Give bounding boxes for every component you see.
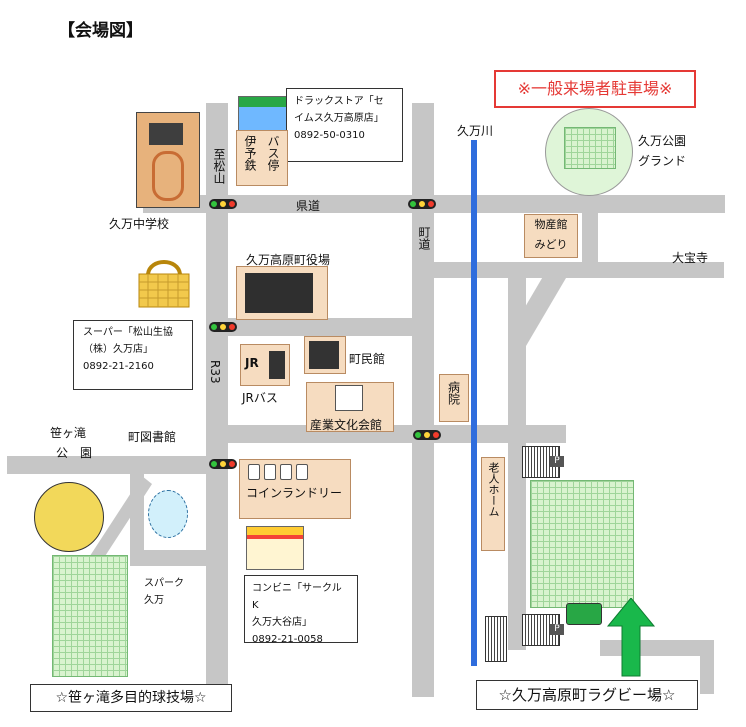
jr-building xyxy=(240,344,290,386)
spark-line-1: スパーク xyxy=(144,578,184,589)
road-middle-vertical xyxy=(412,103,434,697)
rugby-venue-text: ☆久万高原町ラグビー場☆ xyxy=(498,686,676,704)
road-south-horizontal xyxy=(130,550,210,566)
museum: 物産館 みどり xyxy=(524,214,578,258)
traffic-light-icon xyxy=(209,199,237,209)
parking-lot-1: P xyxy=(522,446,564,478)
sasagataki-park-label-2: 公 園 xyxy=(56,446,93,460)
taihoji-label: 大宝寺 xyxy=(672,251,709,265)
traffic-light-icon xyxy=(209,322,237,332)
supermarket-name-1: スーパー「松山生協 xyxy=(83,327,173,338)
parking-lot-3 xyxy=(485,616,507,662)
hospital: 病院 xyxy=(439,374,469,422)
spark-card: スパーク 久万 xyxy=(136,575,204,615)
culture-hall xyxy=(306,382,394,432)
to-matsuyama: 至松山 xyxy=(212,148,226,184)
kuma-river-label: 久万川 xyxy=(457,124,494,138)
prefectural-road-label: 県道 xyxy=(296,199,321,213)
supermarket-card: スーパー「松山生協 （株）久万店」 0892-21-2160 xyxy=(73,320,193,390)
sasagataki-park xyxy=(34,482,104,552)
museum-line-2: みどり xyxy=(534,238,568,251)
bus-stop-right: バス停 xyxy=(266,135,280,171)
library-pond xyxy=(148,490,188,538)
laundry-label: コインランドリー xyxy=(246,486,343,500)
parking-lot-2: P xyxy=(522,614,564,646)
town-hall xyxy=(304,336,346,374)
rugby-building xyxy=(566,603,602,625)
sasagataki-venue-label: ☆笹ヶ滝多目的球技場☆ xyxy=(30,684,232,712)
convenience-building xyxy=(246,526,304,570)
parking-icon: P xyxy=(550,624,564,635)
convenience-name-1: コンビニ「サークル K xyxy=(252,583,342,611)
road-right-vertical xyxy=(508,276,526,650)
road-left-cross xyxy=(7,456,208,474)
rugby-venue-label: ☆久万高原町ラグビー場☆ xyxy=(476,680,698,710)
map-title: 【会場図】 xyxy=(58,21,143,41)
convenience-phone: 0892-21-0058 xyxy=(252,634,323,645)
kuma-river xyxy=(471,140,477,666)
town-office-label: 久万高原町役場 xyxy=(246,253,331,267)
sasagataki-venue-text: ☆笹ヶ滝多目的球技場☆ xyxy=(55,690,207,706)
shopping-basket-icon xyxy=(138,260,190,308)
convenience-card: コンビニ「サークル K 久万大谷店」 0892-21-0058 xyxy=(244,575,358,645)
drugstore-card: ドラックストア「セ イムス久万高原店」 0892-50-0310 xyxy=(286,88,403,162)
school-building xyxy=(136,112,200,208)
bus-stop-left: 伊予鉄 xyxy=(243,135,257,171)
museum-line-1: 物産館 xyxy=(534,218,568,231)
park-ground xyxy=(545,108,633,196)
spark-line-2: 久万 xyxy=(144,595,164,606)
sasagataki-park-label-1: 笹ヶ滝 xyxy=(50,426,87,440)
town-office xyxy=(236,266,328,320)
parking-notice-text: ※一般来場者駐車場※ xyxy=(517,79,673,98)
traffic-light-icon xyxy=(413,430,441,440)
supermarket-phone: 0892-21-2160 xyxy=(83,361,154,372)
road-left-vertical xyxy=(206,103,228,695)
culture-hall-label: 産業文化会館 xyxy=(310,418,383,432)
drugstore-name-2: イムス久万高原店」 xyxy=(294,113,384,124)
park-ground-label-2: グランド xyxy=(638,154,687,168)
jr-sign: JR xyxy=(245,356,259,370)
traffic-light-icon xyxy=(209,459,237,469)
road-upper-cross xyxy=(226,318,414,336)
bus-stop: 伊予鉄 バス停 xyxy=(236,130,288,186)
town-road-label: 町道 xyxy=(417,226,431,250)
school-label: 久万中学校 xyxy=(109,217,170,231)
arrow-up-icon xyxy=(606,598,656,677)
road-bottom-right-vertical xyxy=(700,640,714,694)
parking-notice: ※一般来場者駐車場※ xyxy=(494,70,696,108)
park-ground-field xyxy=(564,127,616,169)
hospital-label: 病院 xyxy=(446,381,461,405)
drugstore-name-1: ドラックストア「セ xyxy=(294,96,384,107)
supermarket-name-2: （株）久万店」 xyxy=(83,344,153,355)
rugby-field xyxy=(530,480,634,608)
road-east-1 xyxy=(432,262,724,278)
laundry: コインランドリー xyxy=(239,459,351,519)
drugstore-building xyxy=(238,96,288,132)
convenience-name-2: 久万大谷店」 xyxy=(252,617,312,628)
r33-label: R33 xyxy=(208,360,222,384)
sasagataki-field xyxy=(52,555,128,677)
traffic-light-icon xyxy=(408,199,436,209)
town-hall-label: 町民館 xyxy=(349,352,386,366)
elderly-home-label: 老人ホーム xyxy=(487,462,500,517)
road-park-entry xyxy=(582,212,598,264)
parking-icon: P xyxy=(550,456,564,467)
library-label: 町図書館 xyxy=(128,430,177,444)
elderly-home: 老人ホーム xyxy=(481,457,505,551)
drugstore-phone: 0892-50-0310 xyxy=(294,130,365,141)
park-ground-label-1: 久万公園 xyxy=(638,134,687,148)
jr-bus-label: JRバス xyxy=(242,391,278,405)
